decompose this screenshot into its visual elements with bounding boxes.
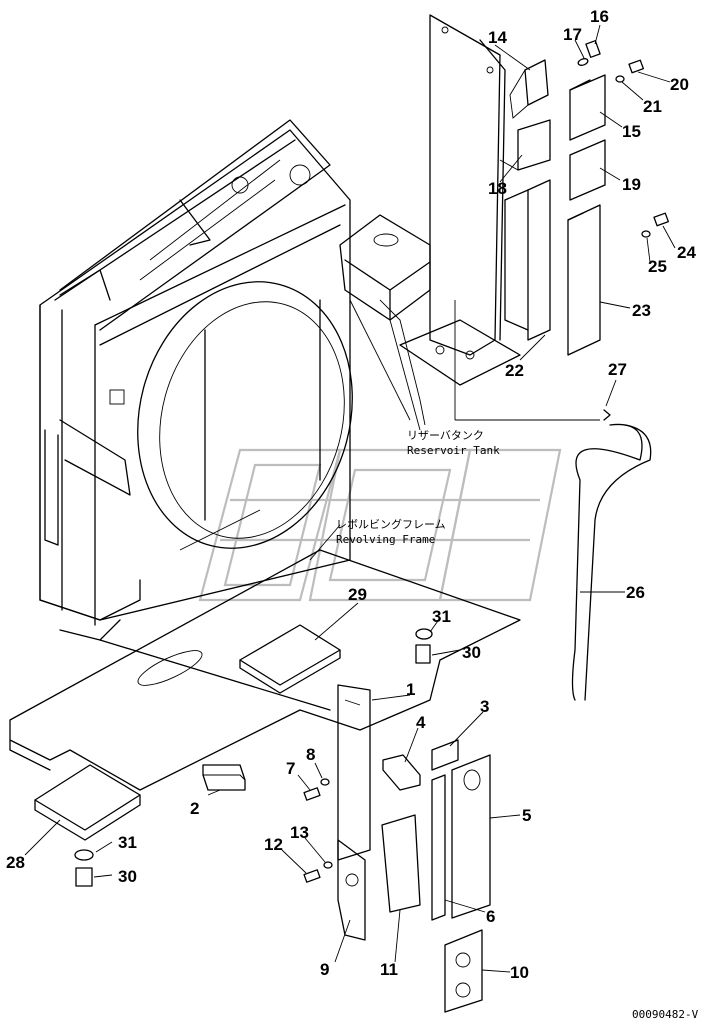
label-31a: 31 <box>432 607 451 626</box>
part-11-block <box>381 814 421 913</box>
label-23: 23 <box>632 301 651 320</box>
washer-31b <box>74 849 94 861</box>
washer-17 <box>577 58 589 66</box>
label-13: 13 <box>290 823 309 842</box>
label-7: 7 <box>286 759 295 778</box>
washer-31a <box>415 628 433 640</box>
part-6-strip <box>431 774 446 921</box>
reservoir-tank-en: Reservoir Tank <box>407 444 500 457</box>
part-10-block <box>444 929 483 1013</box>
label-2: 2 <box>190 799 199 818</box>
reservoir-tank-jp: リザーバタンク <box>407 429 484 442</box>
label-26: 26 <box>626 583 645 602</box>
label-24: 24 <box>677 243 696 262</box>
washer-8 <box>320 778 330 786</box>
tank-bracket <box>399 14 521 386</box>
callout-revolving-frame: レボルビングフレーム Revolving Frame <box>336 517 446 546</box>
bolt-30b <box>75 867 93 887</box>
label-11: 11 <box>380 960 398 979</box>
label-30a: 30 <box>462 643 481 662</box>
radiator-frame <box>39 119 353 626</box>
washer-21 <box>615 75 625 83</box>
label-30b: 30 <box>118 867 137 886</box>
label-31b: 31 <box>118 833 137 852</box>
part-28-plate <box>34 764 141 841</box>
label-1: 1 <box>406 680 415 699</box>
label-12: 12 <box>264 835 283 854</box>
part-4-block <box>382 754 421 791</box>
part-3-strip <box>431 739 459 771</box>
bolt-30a <box>415 644 431 664</box>
part-number-labels: 14 17 16 20 21 15 18 19 24 25 23 22 27 2… <box>6 7 696 982</box>
bolt-12 <box>303 869 321 883</box>
leader-lines <box>24 24 676 973</box>
washer-25 <box>641 230 651 238</box>
drawing-code: 00090482-V <box>632 1008 699 1021</box>
revolving-frame-jp: レボルビングフレーム <box>336 517 446 531</box>
part-19-block <box>569 139 606 201</box>
label-19: 19 <box>622 175 641 194</box>
washer-13 <box>323 861 333 869</box>
part-26-hose <box>454 300 652 701</box>
label-22: 22 <box>505 361 524 380</box>
bolt-16 <box>585 40 601 58</box>
label-29: 29 <box>348 585 367 604</box>
label-18: 18 <box>488 179 507 198</box>
part-1-plate <box>337 684 371 861</box>
label-6: 6 <box>486 907 495 926</box>
part-15-block <box>569 74 606 141</box>
bolt-7 <box>303 787 321 801</box>
label-17: 17 <box>563 25 582 44</box>
label-20: 20 <box>670 75 689 94</box>
label-8: 8 <box>306 745 315 764</box>
part-9-plate <box>337 839 366 941</box>
clip-27 <box>603 409 611 421</box>
label-14: 14 <box>488 28 507 47</box>
part-14-pad <box>509 59 549 119</box>
label-3: 3 <box>480 697 489 716</box>
part-23-block <box>567 204 601 356</box>
label-28: 28 <box>6 853 25 872</box>
part-29-plate <box>239 624 341 694</box>
label-4: 4 <box>416 713 426 732</box>
label-21: 21 <box>643 97 662 116</box>
label-10: 10 <box>510 963 529 982</box>
label-25: 25 <box>648 257 667 276</box>
revolving-frame-en: Revolving Frame <box>336 533 435 546</box>
label-5: 5 <box>522 806 531 825</box>
callout-reservoir-tank: リザーバタンク Reservoir Tank <box>407 429 500 457</box>
part-22-pad <box>504 179 551 341</box>
part-5-block <box>451 754 491 919</box>
reservoir-tank <box>339 214 431 426</box>
bolt-24 <box>653 212 669 227</box>
watermark-logo <box>198 448 562 602</box>
part-2-block <box>202 764 246 791</box>
label-16: 16 <box>590 7 609 26</box>
part-18-pad <box>499 119 551 171</box>
label-27: 27 <box>608 360 627 379</box>
bolt-20 <box>628 59 644 74</box>
label-15: 15 <box>622 122 641 141</box>
revolving-frame-plate <box>9 549 521 791</box>
label-9: 9 <box>320 960 329 979</box>
